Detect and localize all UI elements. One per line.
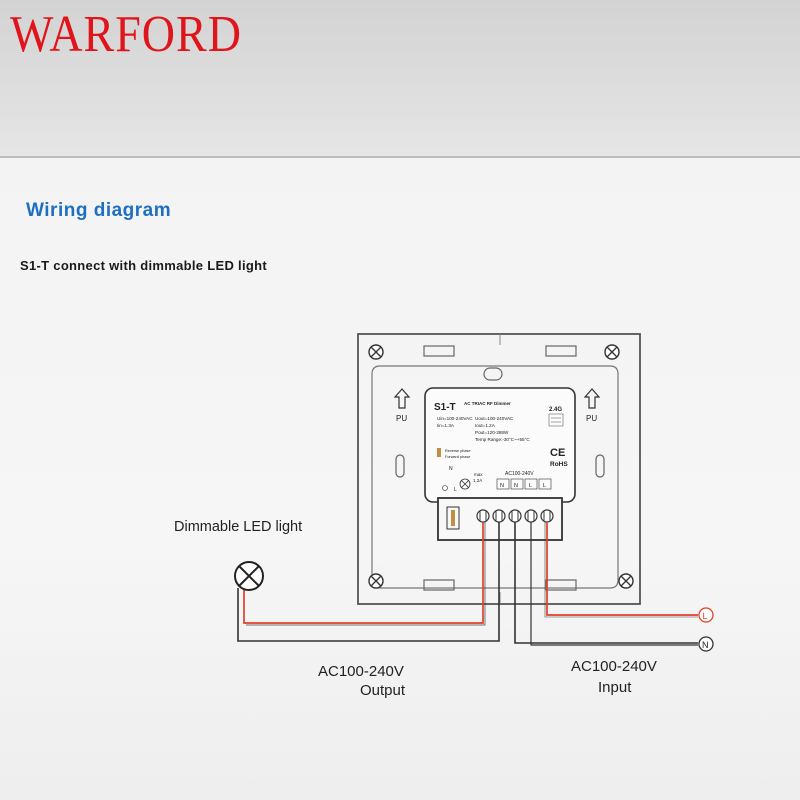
screw-icon (618, 573, 634, 589)
clip (545, 579, 577, 591)
forward-phase-label: Forward phase (445, 455, 470, 459)
input-label: Input (598, 679, 632, 696)
terminal-screw-icon (540, 509, 554, 523)
terminal-screw-icon (524, 509, 538, 523)
neutral-terminal-marker (698, 636, 714, 652)
clip (545, 345, 577, 357)
l-label: L (454, 487, 457, 493)
reverse-phase-label: Reverse phase (445, 449, 471, 453)
spec-left: Iin=1.3A (437, 423, 455, 428)
spec-left: Uin=100-240VAC (437, 416, 473, 421)
screw-icon (368, 573, 384, 589)
side-mark: PU (586, 414, 597, 423)
screw-icon (604, 344, 620, 360)
input-voltage-label: AC100-240V (571, 658, 657, 675)
ce-mark: CE (550, 447, 565, 459)
fuse-slot (446, 506, 460, 530)
terminal-screw-icon (476, 509, 490, 523)
lamp-label: Dimmable LED light (174, 519, 302, 535)
clip (423, 345, 455, 357)
n-label: N (449, 466, 453, 472)
input-live-wire-edge (544, 522, 698, 618)
ac-block-label: AC100-240V (505, 471, 534, 477)
terminal-screw-icon (492, 509, 506, 523)
frequency-label: 2.4G (549, 407, 562, 413)
side-slot (595, 454, 605, 478)
load-symbol-icon (459, 478, 471, 490)
diagram-subtitle: S1-T connect with dimmable LED light (20, 258, 267, 273)
terminal-labels (496, 478, 552, 490)
up-arrow-icon (583, 388, 601, 409)
lamp-icon (234, 561, 264, 591)
rating-icon (548, 413, 564, 427)
max-current: 1.2A (473, 478, 482, 483)
brand-watermark: WARFORD (10, 5, 242, 63)
document-page (0, 158, 800, 800)
inner-frame (371, 365, 619, 589)
device-model: S1-T (434, 402, 456, 413)
output-label: Output (360, 682, 406, 699)
terminal-label: N (514, 483, 518, 489)
output-neutral-wire (237, 522, 500, 642)
fuse-icon (451, 510, 455, 526)
terminal-label: L (543, 483, 546, 489)
ground-icon (442, 485, 448, 491)
terminal-label: N (500, 483, 504, 489)
side-mark: PU (396, 414, 407, 423)
live-terminal-marker (698, 607, 714, 623)
input-live-wire (546, 522, 698, 616)
output-live-wire-edge (246, 522, 486, 626)
device-product-name: AC TRIAC RF Dimmer (464, 401, 511, 406)
rohs-mark: RoHS (550, 461, 568, 468)
spec-right: Uout=100-240VAC (475, 416, 514, 421)
output-live-wire (243, 522, 484, 624)
spec-right: Temp Range:-30°C~+55°C (475, 437, 530, 442)
max-label: max (474, 472, 483, 477)
phase-switch-icon (437, 448, 441, 457)
input-neutral-wire (514, 522, 698, 644)
up-arrow-icon (393, 388, 411, 409)
terminal-label: L (529, 483, 532, 489)
clip (423, 579, 455, 591)
background-top (0, 0, 800, 160)
output-voltage-label: AC100-240V (318, 663, 404, 680)
screw-icon (368, 344, 384, 360)
page-edge (0, 156, 800, 159)
neutral-terminal-label: N (702, 640, 709, 650)
side-slot (395, 454, 405, 478)
section-title: Wiring diagram (26, 200, 172, 221)
terminal-screw-icon (508, 509, 522, 523)
spec-right: Iout=1.2A (475, 423, 496, 428)
spec-right: Pout=120-288W (475, 430, 509, 435)
live-terminal-label: L (703, 611, 708, 621)
input-neutral-wire-2 (530, 522, 698, 646)
center-slot (483, 367, 503, 381)
